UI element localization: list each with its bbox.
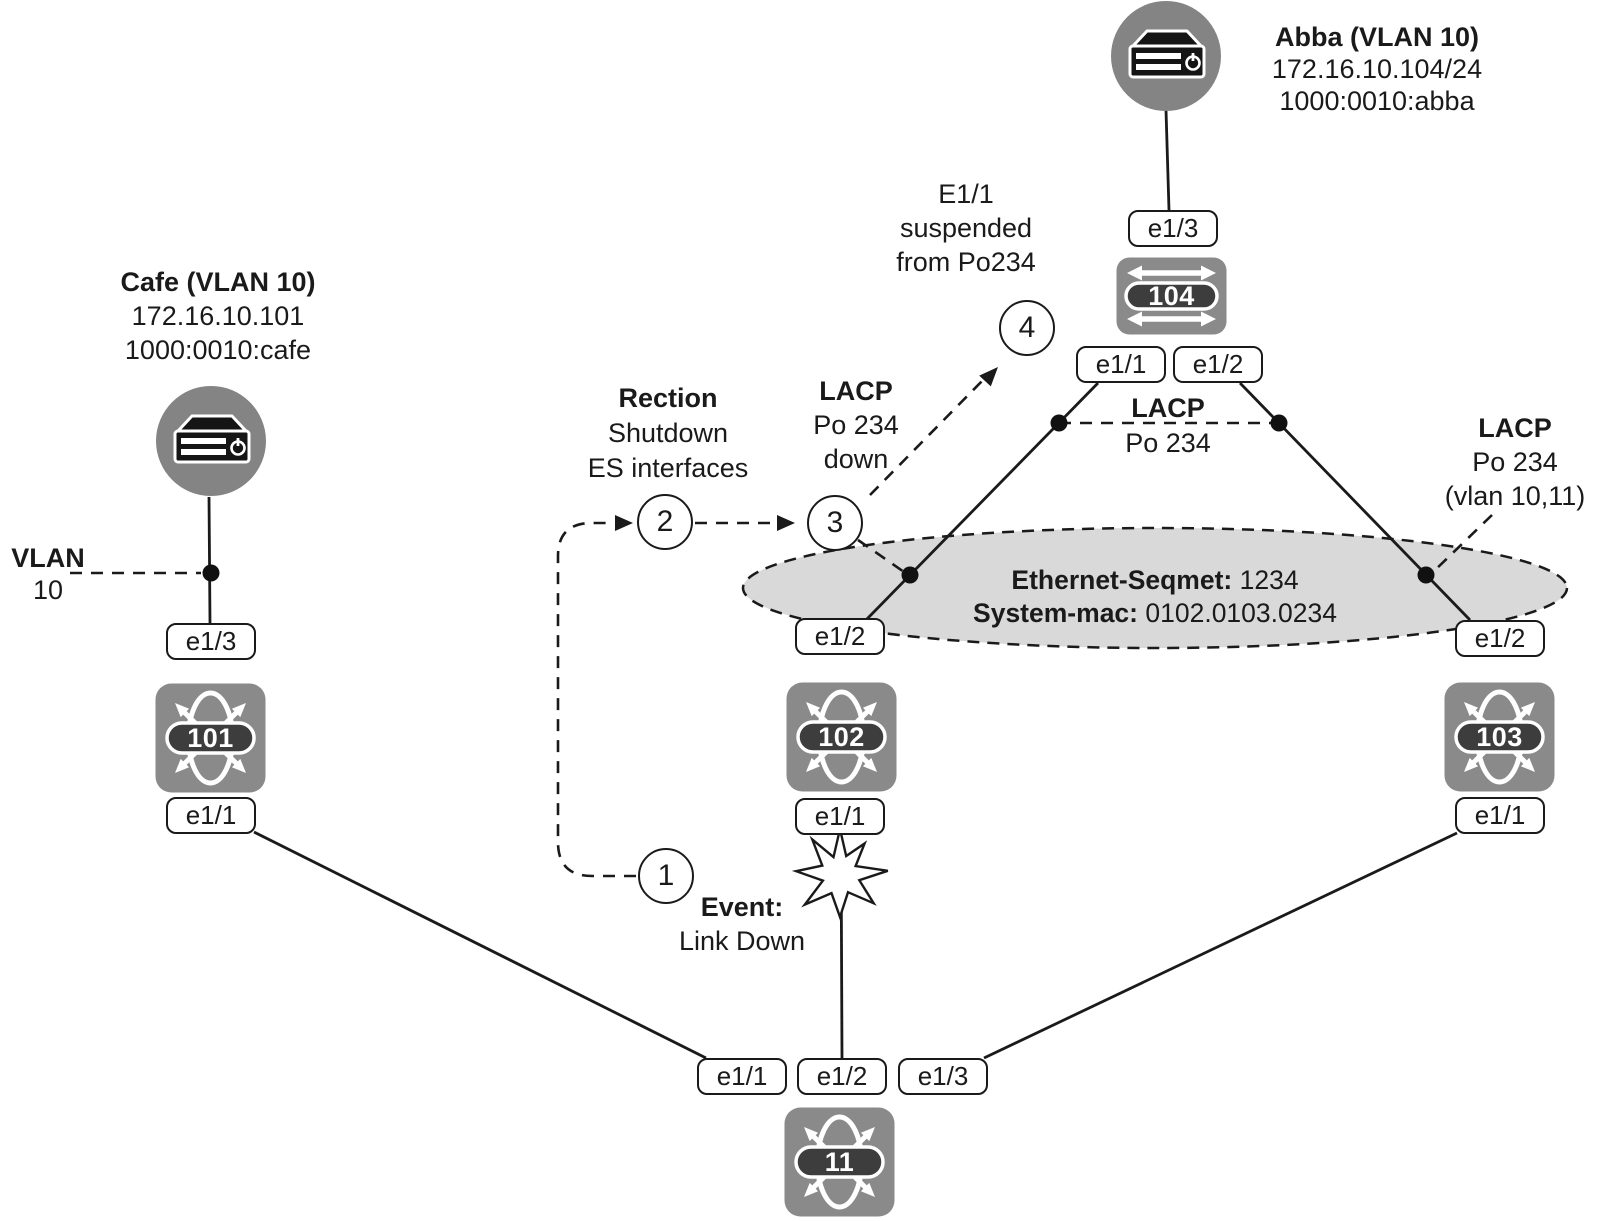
host-cafe-label: Cafe (VLAN 10) 172.16.10.101 1000:0010:c… (68, 265, 368, 367)
lacp-po234-title: LACP (1131, 393, 1205, 423)
port-sw11-e1-2: e1/2 (797, 1058, 887, 1095)
port-sw101-e1-1: e1/1 (166, 797, 256, 834)
link-down-starburst (791, 828, 889, 921)
vlan-title: VLAN (11, 543, 85, 573)
host-abba-id: 1000:0010:abba (1279, 86, 1475, 116)
lacp-down-line2: Po 234 (813, 410, 899, 440)
reaction-line2: Shutdown (607, 418, 729, 448)
step-4-badge: 4 (999, 300, 1055, 356)
lacp-down-label: LACP Po 234 down (766, 374, 946, 476)
lacp-down-line3: down (823, 444, 889, 474)
segment-label: Ethernet-Seqmet: 1234 System-mac: 0102.0… (905, 564, 1405, 630)
reaction-title: Rection (618, 383, 718, 413)
port-sw104-e1-3: e1/3 (1128, 210, 1218, 247)
host-cafe-id: 1000:0010:cafe (124, 335, 312, 365)
link-dots (202, 414, 1435, 584)
host-abba-ip: 172.16.10.104/24 (1271, 54, 1483, 84)
dashed-annotations (70, 377, 1493, 878)
arrowheads (615, 367, 998, 531)
host-cafe-icon (154, 384, 268, 502)
lacp-vlan-title: LACP (1478, 413, 1552, 443)
switch-102-label: 102 (818, 721, 865, 752)
switch-103-label: 103 (1476, 721, 1523, 752)
step-1-badge: 1 (638, 848, 694, 904)
host-abba-label: Abba (VLAN 10) 172.16.10.104/24 1000:001… (1227, 21, 1527, 117)
reaction-line3: ES interfaces (587, 453, 749, 483)
vlan-label: VLAN 10 (3, 542, 93, 606)
switch-104-label: 104 (1148, 280, 1195, 311)
step-2-badge: 2 (637, 494, 693, 550)
suspended-line3: from Po234 (896, 247, 1036, 277)
segment-label1: Ethernet-Seqmet: (1011, 565, 1233, 595)
step-3-badge: 3 (807, 495, 863, 551)
port-sw102-e1-2: e1/2 (795, 618, 885, 655)
vlan-value: 10 (32, 575, 64, 605)
port-sw11-e1-1: e1/1 (697, 1058, 787, 1095)
port-sw103-e1-2: e1/2 (1455, 620, 1545, 657)
lacp-vlan-line2: Po 234 (1472, 447, 1558, 477)
event-title: Event: (700, 892, 784, 922)
host-cafe-ip: 172.16.10.101 (131, 301, 305, 331)
suspended-label: E1/1 suspended from Po234 (846, 177, 1086, 279)
lacp-po234-line2: Po 234 (1125, 428, 1211, 458)
reaction-label: Rection Shutdown ES interfaces (538, 381, 798, 486)
suspended-line1: E1/1 (938, 179, 994, 209)
port-sw102-e1-1: e1/1 (795, 798, 885, 835)
segment-value2: 0102.0103.0234 (1145, 598, 1337, 628)
host-cafe-title: Cafe (VLAN 10) (120, 267, 316, 297)
host-abba-icon (1109, 0, 1223, 117)
port-sw104-e1-2: e1/2 (1173, 346, 1263, 383)
switch-11-label: 11 (824, 1146, 855, 1177)
port-sw11-e1-3: e1/3 (898, 1058, 988, 1095)
segment-label2: System-mac: (973, 598, 1138, 628)
event-label: Event: Link Down (642, 890, 842, 958)
switch-101: 101 (154, 682, 267, 799)
suspended-line2: suspended (899, 213, 1033, 243)
lacp-vlan-line3: (vlan 10,11) (1444, 481, 1586, 511)
lacp-vlan-label: LACP Po 234 (vlan 10,11) (1400, 411, 1600, 513)
switch-104: 104 (1115, 256, 1228, 341)
ethernet-segment-ellipse (741, 526, 1569, 650)
lacp-down-title: LACP (819, 376, 893, 406)
segment-value1: 1234 (1239, 565, 1299, 595)
switch-101-label: 101 (187, 722, 234, 753)
port-sw103-e1-1: e1/1 (1455, 797, 1545, 834)
switch-102: 102 (785, 681, 898, 798)
event-line2: Link Down (678, 926, 806, 956)
switch-11: 11 (783, 1106, 896, 1221)
host-abba-title: Abba (VLAN 10) (1274, 22, 1480, 52)
port-sw104-e1-1: e1/1 (1076, 346, 1166, 383)
port-sw101-e1-3: e1/3 (166, 623, 256, 660)
switch-103: 103 (1443, 681, 1556, 798)
